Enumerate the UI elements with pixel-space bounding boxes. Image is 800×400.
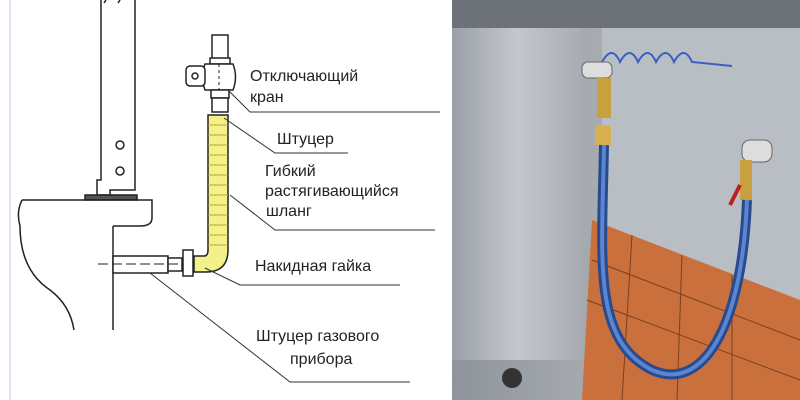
hose-highlight [600,144,749,377]
schematic-diagram [9,0,440,400]
label-union-nut: Накидная гайка [255,258,372,275]
shutoff-valve [185,34,237,113]
appliance-leg [84,0,138,201]
installation-photo [452,0,800,400]
caster-wheel [502,368,522,388]
label-flex-hose-line3: шланг [266,203,312,220]
appliance-pipe [98,249,194,277]
label-flex-hose-line1: Гибкий [265,163,316,180]
label-shutoff-valve-line1: Отключающий [250,68,359,85]
label-appliance-fitting-line2: прибора [290,351,353,368]
label-shutoff-valve-line2: кран [250,89,284,106]
flex-hose [193,114,229,273]
leader-lines [149,89,440,383]
appliance-cabinet [452,0,582,360]
label-flex-hose-line2: растягивающийся [265,183,399,200]
appliance-inlet-valve [581,61,613,145]
wall-valve [728,139,773,206]
label-fitting: Штуцер [277,131,334,148]
appliance-body [17,199,153,331]
label-appliance-fitting-line1: Штуцер газового [256,328,380,345]
union-nut-shape [182,249,194,277]
cabinet-top [452,0,800,28]
coiled-restraint-cable [601,52,733,67]
